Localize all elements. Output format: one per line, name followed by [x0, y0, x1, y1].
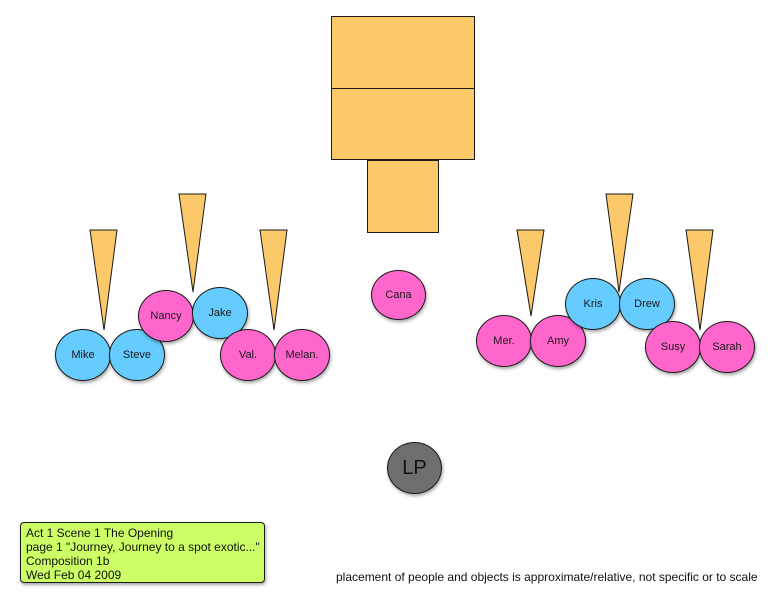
placement-note: placement of people and objects is appro…	[336, 570, 758, 584]
set-block-middle	[331, 88, 475, 160]
person-label: Jake	[208, 307, 232, 319]
person-label: Mer.	[493, 335, 515, 347]
person-mer: Mer.	[476, 315, 532, 367]
person-label: Melan.	[285, 349, 319, 361]
person-label: Amy	[547, 335, 569, 347]
person-sarah: Sarah	[699, 321, 755, 373]
spike-marker-4	[516, 229, 545, 317]
spike-marker-3	[259, 229, 288, 331]
person-kris: Kris	[565, 278, 621, 330]
person-susy: Susy	[645, 321, 701, 373]
person-label: Steve	[122, 349, 152, 361]
lp-marker: LP	[387, 442, 442, 494]
set-block-step	[367, 160, 439, 233]
person-label: Mike	[71, 349, 95, 361]
person-label: Drew	[634, 298, 660, 310]
set-block-top	[331, 16, 475, 89]
person-val: Val.	[220, 329, 276, 381]
spike-marker-6	[685, 229, 714, 331]
person-nancy: Nancy	[138, 290, 194, 342]
person-melan: Melan.	[274, 329, 330, 381]
scene-page: page 1 "Journey, Journey to a spot exoti…	[26, 540, 260, 554]
scene-composition: Composition 1b	[26, 554, 110, 568]
person-label: Val.	[238, 349, 258, 361]
person-label: Kris	[583, 298, 603, 310]
person-label: Susy	[660, 341, 686, 353]
spike-marker-1	[89, 229, 118, 331]
scene-date: Wed Feb 04 2009	[26, 568, 122, 582]
person-label: Cana	[385, 289, 412, 301]
spike-marker-5	[605, 193, 634, 293]
person-mike: Mike	[55, 329, 111, 381]
spike-marker-2	[178, 193, 207, 293]
person-label: Sarah	[712, 341, 742, 353]
person-cana: Cana	[371, 270, 426, 320]
person-label: Nancy	[150, 310, 182, 322]
lp-label: LP	[402, 456, 427, 479]
scene-title: Act 1 Scene 1 The Opening	[26, 526, 174, 540]
scene-info-box: Act 1 Scene 1 The Opening page 1 "Journe…	[20, 522, 265, 583]
